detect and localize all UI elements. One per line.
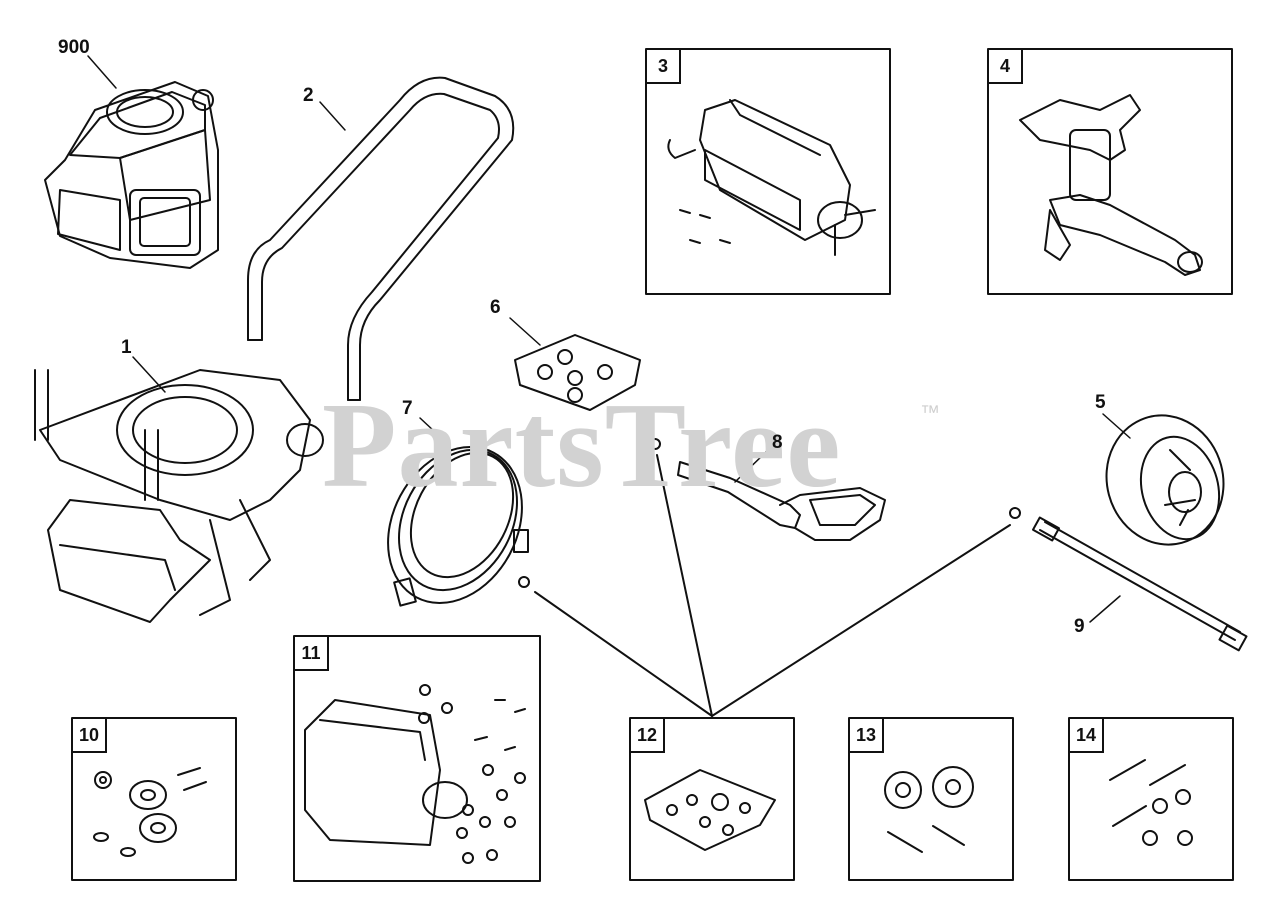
callout-frame: 1 xyxy=(121,337,132,358)
box-label-control-panel: 3 xyxy=(647,50,681,84)
box-12-frame xyxy=(629,717,795,881)
box-13-frame xyxy=(848,717,1014,881)
wheel-drawing xyxy=(1105,414,1225,546)
panel-kit-drawing xyxy=(304,684,526,864)
callout-hose: 7 xyxy=(402,398,413,419)
box-label-wheel-kit: 10 xyxy=(73,719,107,753)
box-label-pump: 4 xyxy=(989,50,1023,84)
spray-gun-drawing xyxy=(649,438,886,541)
callout-engine: 900 xyxy=(58,37,90,58)
box-11-frame xyxy=(293,635,541,882)
callout-spray-gun: 8 xyxy=(772,432,783,453)
box-10-frame xyxy=(71,717,237,881)
callout-handle: 2 xyxy=(303,85,314,106)
watermark-trademark: ™ xyxy=(920,402,940,424)
bolt-kit-drawing xyxy=(1109,759,1193,846)
callout-wheel: 5 xyxy=(1095,392,1106,413)
box-4-frame xyxy=(987,48,1233,295)
callout-wand: 9 xyxy=(1074,616,1085,637)
handle-drawing xyxy=(247,76,515,401)
frame-drawing xyxy=(34,369,324,623)
wheel-kit-drawing xyxy=(93,767,207,857)
knob-kit-drawing xyxy=(884,766,974,853)
engine-drawing xyxy=(44,81,219,269)
watermark-text: PartsTree xyxy=(322,378,842,513)
box-label-panel-kit: 11 xyxy=(295,637,329,671)
box-label-o-ring-kit: 12 xyxy=(631,719,665,753)
box-3-frame xyxy=(645,48,891,295)
o-ring-kit-drawing xyxy=(644,769,776,851)
callout-nozzles: 6 xyxy=(490,297,501,318)
box-14-frame xyxy=(1068,717,1234,881)
nozzles-drawing xyxy=(514,334,641,411)
hose-drawing xyxy=(387,445,530,607)
pump-drawing xyxy=(1019,94,1203,276)
box-label-knob-kit: 13 xyxy=(850,719,884,753)
wand-drawing xyxy=(1009,507,1248,652)
box-label-bolt-kit: 14 xyxy=(1070,719,1104,753)
control-panel-drawing xyxy=(667,99,876,256)
